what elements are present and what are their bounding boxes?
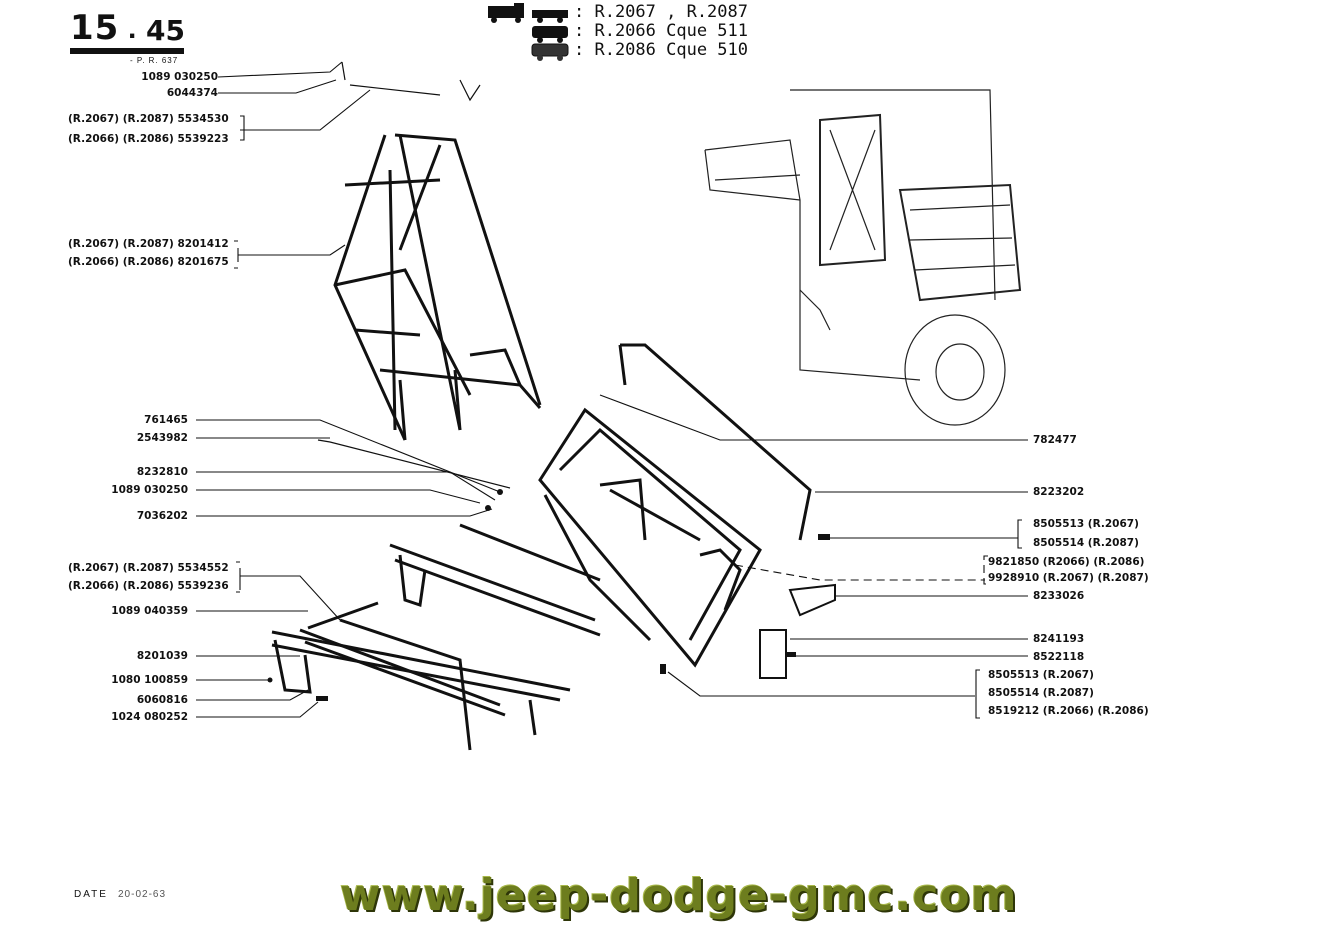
van-hatched-icon [531,43,569,61]
label-8232810: 8232810 [136,466,188,478]
label-1089-030250-b: 1089 030250 [111,484,188,496]
upper-frame-detail [317,61,511,489]
label-1089-040359: 1089 040359 [111,605,188,617]
label-2543982: 2543982 [136,432,188,444]
label-8201412: (R.2067) (R.2087) 8201412 [68,238,229,250]
label-8233026: 8233026 [1033,590,1085,602]
date-value: 20-02-63 [118,889,167,900]
label-8505513-b: 8505513 (R.2067) [988,669,1094,681]
label-8201675: (R.2066) (R.2086) 8201675 [68,256,229,268]
label-8241193: 8241193 [1033,633,1085,645]
van-icon [532,26,568,43]
label-5539223: (R.2066) (R.2086) 5539223 [68,133,229,145]
vehicle-illustration [704,89,1022,426]
section-subnumber: 45 [146,14,185,47]
label-9821850: 9821850 (R2066) (R.2086) [988,556,1145,568]
model-line-2: : R.2066 Cque 511 [574,21,748,41]
lower-tilting-frame [538,343,812,668]
upper-frame-assembly [333,133,542,441]
pickup-truck-icon [488,3,568,23]
label-8505513-a: 8505513 (R.2067) [1033,518,1139,530]
section-separator: . [128,12,137,45]
label-9928910: 9928910 (R.2067) (R.2087) [988,572,1149,584]
label-6060816: 6060816 [136,694,188,706]
model-line-1: : R.2067 , R.2087 [574,2,748,22]
label-761465: 761465 [144,414,188,426]
website-watermark: www.jeep-dodge-gmc.com [340,870,1018,921]
label-8522118: 8522118 [1033,651,1085,663]
label-5534552: (R.2067) (R.2087) 5534552 [68,562,229,574]
small-parts [267,489,836,701]
label-782477: 782477 [1033,434,1077,446]
label-6044374: 6044374 [166,87,218,99]
label-8519212: 8519212 (R.2066) (R.2086) [988,705,1149,717]
label-8505514-b: 8505514 (R.2087) [988,687,1094,699]
label-1024-080252: 1024 080252 [111,711,188,723]
section-underline [70,48,184,54]
label-5539236: (R.2066) (R.2086) 5539236 [68,580,229,592]
plate-reference: - P. R. 637 [130,56,179,65]
chassis-rails [271,523,601,751]
label-1080-100859: 1080 100859 [111,674,188,686]
label-8505514-a: 8505514 (R.2087) [1033,537,1139,549]
section-number: 15 [70,8,120,48]
leader-lines-left [196,61,501,718]
label-5534530: (R.2067) (R.2087) 5534530 [68,113,229,125]
label-1089-030250: 1089 030250 [141,71,218,83]
leader-lines-right [599,394,1028,719]
label-8201039: 8201039 [136,650,188,662]
model-line-3: : R.2086 Cque 510 [574,40,748,60]
label-8223202: 8223202 [1033,486,1085,498]
date-label: DATE [74,889,108,900]
label-7036202: 7036202 [136,510,188,522]
